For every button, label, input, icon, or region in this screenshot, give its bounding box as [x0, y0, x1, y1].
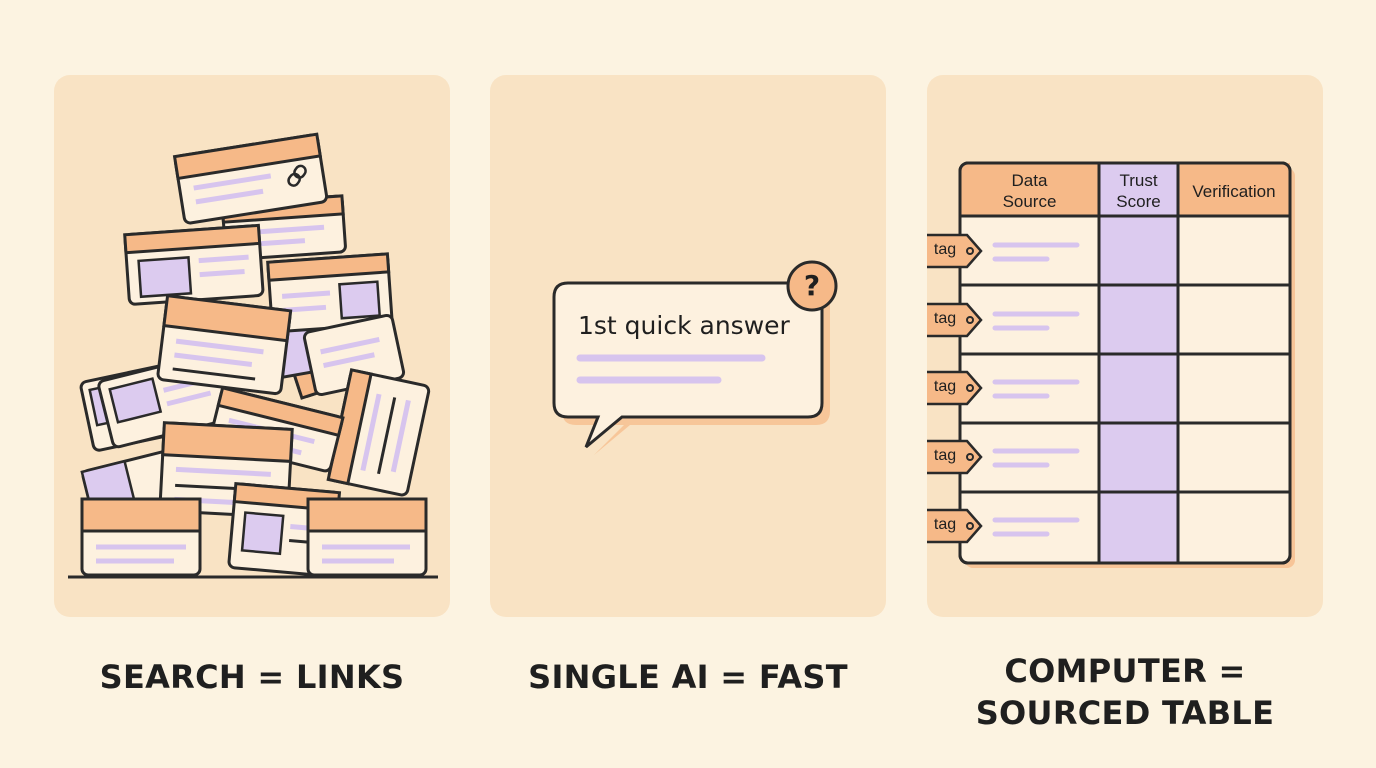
row-tag-label: tag [933, 447, 957, 464]
link-card [326, 368, 431, 497]
caption-search: SEARCH = LINKS [99, 658, 405, 696]
question-badge-label: ? [803, 269, 821, 302]
link-card [306, 497, 428, 577]
chat-bubble-illustration [552, 260, 838, 455]
single-ai-panel: 1st quick answer ? [490, 75, 886, 617]
tag-icon [927, 302, 983, 338]
header-line: Trust [1119, 171, 1158, 190]
tag-icon [927, 233, 983, 269]
header-line: Verification [1192, 182, 1276, 201]
row-tag-label: tag [933, 310, 957, 327]
caption-line: SOURCED TABLE [975, 694, 1275, 732]
chat-bubble-text: 1st quick answer [578, 311, 790, 340]
trust-score-column [1099, 216, 1178, 563]
link-card [156, 294, 293, 396]
link-card [172, 132, 329, 225]
table-header-trust-score: Trust Score [1099, 170, 1178, 212]
caption-line: COMPUTER = [1004, 652, 1246, 690]
sourced-table-illustration [927, 161, 1295, 568]
link-card [123, 223, 265, 306]
tag-icon [927, 370, 983, 406]
header-line: Data [1011, 171, 1048, 190]
link-card [266, 252, 394, 334]
row-tag-label: tag [933, 516, 957, 533]
search-panel [54, 75, 450, 617]
header-line: Source [1002, 192, 1057, 211]
caption-computer: COMPUTER = SOURCED TABLE [905, 650, 1345, 734]
computer-panel: Data Source Trust Score Verification tag… [927, 75, 1323, 617]
tag-icon [927, 439, 983, 475]
table-header-data-source: Data Source [960, 170, 1099, 212]
link-icon [287, 164, 307, 187]
link-card-pile [68, 132, 438, 579]
row-tag-label: tag [933, 241, 957, 258]
tag-icon [927, 508, 983, 544]
table-header-verification: Verification [1178, 181, 1290, 202]
link-card [80, 497, 202, 577]
caption-single-ai: SINGLE AI = FAST [528, 658, 848, 696]
row-tag-label: tag [933, 378, 957, 395]
header-line: Score [1116, 192, 1161, 211]
question-icon [786, 260, 838, 312]
